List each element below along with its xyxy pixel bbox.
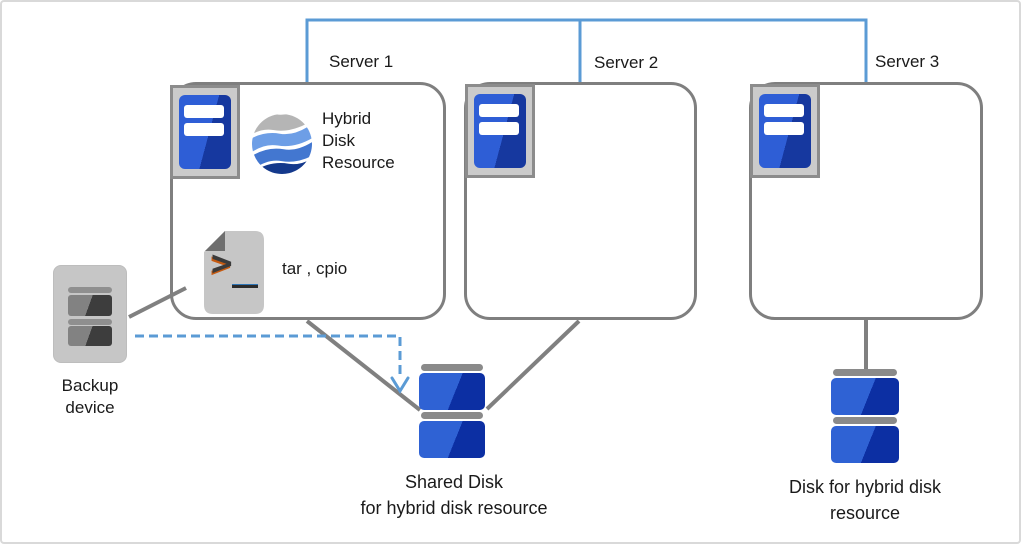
svg-text:>: > bbox=[210, 245, 232, 286]
backup-device-label-line: Backup bbox=[61, 376, 119, 395]
server1-icon bbox=[170, 85, 240, 179]
server1-shared-disk-line bbox=[305, 319, 422, 412]
resource-label-line: Disk bbox=[322, 131, 356, 150]
disk-cap bbox=[421, 364, 483, 371]
server1-label: Server 1 bbox=[329, 52, 394, 71]
backup-device-slot-bar bbox=[68, 319, 112, 325]
server2-label: Server 2 bbox=[594, 53, 659, 72]
disk-platter bbox=[831, 426, 899, 463]
resource-label-line: Resource bbox=[322, 153, 395, 172]
svg-text:>: > bbox=[211, 243, 233, 284]
server-icon-chassis bbox=[474, 94, 526, 168]
server2-shared-disk-line bbox=[485, 319, 581, 411]
script-file-icon: > > bbox=[204, 231, 264, 314]
hybrid-disk-resource-label: Hybrid Disk Resource bbox=[322, 108, 395, 174]
server-icon-slot bbox=[184, 105, 224, 118]
hybrid-disk-label-line: resource bbox=[829, 503, 901, 523]
disk-platter bbox=[419, 373, 485, 410]
backup-device-slot-bar bbox=[68, 287, 112, 293]
server-icon-slot bbox=[764, 122, 804, 135]
backup-tools-label: tar , cpio bbox=[282, 259, 348, 278]
backup-device-label-line: device bbox=[65, 398, 115, 417]
server3-label: Server 3 bbox=[875, 52, 940, 71]
backup-dashed-arrowhead bbox=[390, 376, 410, 394]
disk-cap bbox=[833, 417, 897, 424]
server-icon-chassis bbox=[179, 95, 231, 169]
disk-cap bbox=[833, 369, 897, 376]
disk-cap bbox=[421, 412, 483, 419]
backup-dashed-arrow-line bbox=[135, 334, 402, 376]
backup-device-label: Backup device bbox=[40, 375, 140, 419]
shared-disk-icon bbox=[419, 364, 485, 460]
backup-device-server1-line bbox=[128, 286, 187, 319]
server2-icon bbox=[465, 84, 535, 178]
server-icon-slot bbox=[184, 123, 224, 136]
shared-disk-label: Shared Disk for hybrid disk resource bbox=[334, 469, 574, 521]
server-icon-slot bbox=[479, 104, 519, 117]
shared-disk-label-line: for hybrid disk resource bbox=[360, 498, 548, 518]
hybrid-disk-resource-icon bbox=[250, 112, 314, 176]
server-icon-chassis bbox=[759, 94, 811, 168]
server-icon-slot bbox=[479, 122, 519, 135]
backup-device-icon bbox=[53, 265, 127, 363]
hybrid-disk-label: Disk for hybrid disk resource bbox=[765, 474, 965, 526]
hybrid-disk-label-line: Disk for hybrid disk bbox=[788, 477, 942, 497]
hybrid-disk-icon bbox=[831, 369, 899, 465]
backup-device-slot bbox=[68, 326, 112, 346]
shared-disk-label-line: Shared Disk bbox=[404, 472, 504, 492]
disk-platter bbox=[831, 378, 899, 415]
backup-device-slot bbox=[68, 295, 112, 316]
disk-platter bbox=[419, 421, 485, 458]
resource-label-line: Hybrid bbox=[322, 109, 372, 128]
server-icon-slot bbox=[764, 104, 804, 117]
interconnect-line bbox=[305, 18, 868, 82]
server3-icon bbox=[750, 84, 820, 178]
